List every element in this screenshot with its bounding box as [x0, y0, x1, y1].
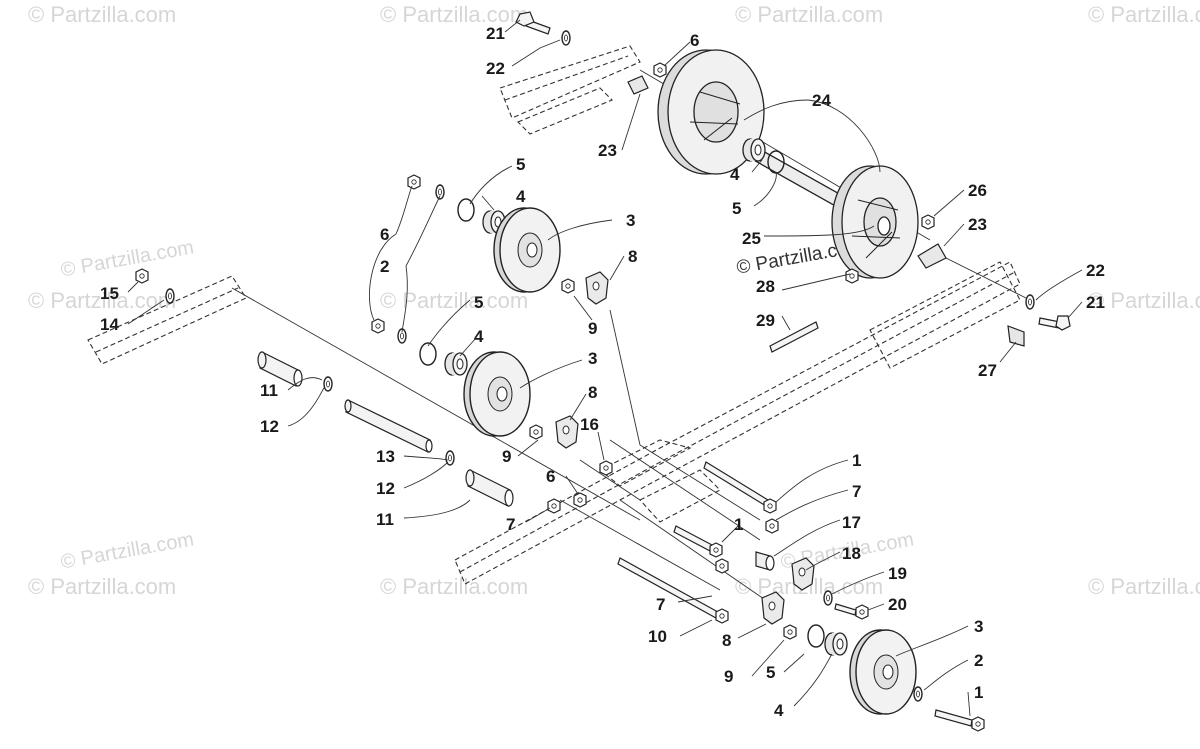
callout-21-right[interactable]: 21 [1086, 293, 1105, 312]
callout-23-right[interactable]: 23 [968, 215, 987, 234]
callout-8[interactable]: 8 [722, 631, 732, 650]
watermark: © Partzilla.com [380, 574, 529, 599]
callout-18[interactable]: 18 [842, 544, 861, 563]
callout-16[interactable]: 16 [580, 415, 599, 434]
callout-5[interactable]: 5 [516, 155, 526, 174]
callout-4[interactable]: 4 [474, 327, 484, 346]
callout-2[interactable]: 2 [974, 651, 984, 670]
callout-1[interactable]: 1 [734, 515, 744, 534]
callout-7[interactable]: 7 [506, 515, 516, 534]
callout-23[interactable]: 23 [598, 141, 617, 160]
callout-27[interactable]: 27 [978, 361, 997, 380]
callout-28[interactable]: 28 [756, 277, 775, 296]
watermark: © Partzilla.com [1088, 574, 1200, 599]
watermark: © Partzilla.com [1088, 2, 1200, 27]
callout-9[interactable]: 9 [502, 447, 512, 466]
callout-15[interactable]: 15 [100, 284, 119, 303]
callout-7[interactable]: 7 [656, 595, 666, 614]
callout-7[interactable]: 7 [852, 482, 862, 501]
callout-21[interactable]: 21 [486, 24, 505, 43]
callout-1[interactable]: 1 [852, 451, 862, 470]
callout-22[interactable]: 22 [486, 59, 505, 78]
callout-19[interactable]: 19 [888, 564, 907, 583]
callout-4[interactable]: 4 [730, 165, 740, 184]
callout-25[interactable]: 25 [742, 229, 761, 248]
callout-4[interactable]: 4 [516, 187, 526, 206]
callout-3[interactable]: 3 [974, 617, 984, 636]
watermark: © Partzilla.com [1088, 288, 1200, 313]
callout-5[interactable]: 5 [474, 293, 484, 312]
callout-2[interactable]: 2 [380, 257, 390, 276]
callout-11[interactable]: 11 [260, 381, 278, 400]
callout-6[interactable]: 6 [690, 31, 700, 50]
callout-1[interactable]: 1 [974, 683, 984, 702]
callout-9[interactable]: 9 [588, 319, 598, 338]
callout-11[interactable]: 11 [376, 510, 394, 529]
callout-6[interactable]: 6 [546, 467, 556, 486]
callout-26[interactable]: 26 [968, 181, 987, 200]
callout-17[interactable]: 17 [842, 513, 861, 532]
callout-3[interactable]: 3 [588, 349, 598, 368]
callout-20[interactable]: 20 [888, 595, 907, 614]
callout-8[interactable]: 8 [588, 383, 598, 402]
callout-6[interactable]: 6 [380, 225, 390, 244]
watermark: © Partzilla.com [380, 2, 529, 27]
callout-12[interactable]: 12 [376, 479, 395, 498]
callout-5[interactable]: 5 [766, 663, 776, 682]
callout-9[interactable]: 9 [724, 667, 734, 686]
callout-5[interactable]: 5 [732, 199, 742, 218]
watermark: © Partzilla.com [28, 2, 177, 27]
watermark: © Partzilla.com [735, 2, 884, 27]
watermark: © Partzilla.com [28, 574, 177, 599]
callout-14[interactable]: 14 [100, 315, 119, 334]
callout-8[interactable]: 8 [628, 247, 638, 266]
callout-22-right[interactable]: 22 [1086, 261, 1105, 280]
callout-13[interactable]: 13 [376, 447, 395, 466]
callout-3[interactable]: 3 [626, 211, 636, 230]
callout-29[interactable]: 29 [756, 311, 775, 330]
watermark: © Partzilla.com [380, 288, 529, 313]
callout-12[interactable]: 12 [260, 417, 279, 436]
callout-4[interactable]: 4 [774, 701, 784, 720]
callout-24[interactable]: 24 [812, 91, 831, 110]
callout-10[interactable]: 10 [648, 627, 667, 646]
